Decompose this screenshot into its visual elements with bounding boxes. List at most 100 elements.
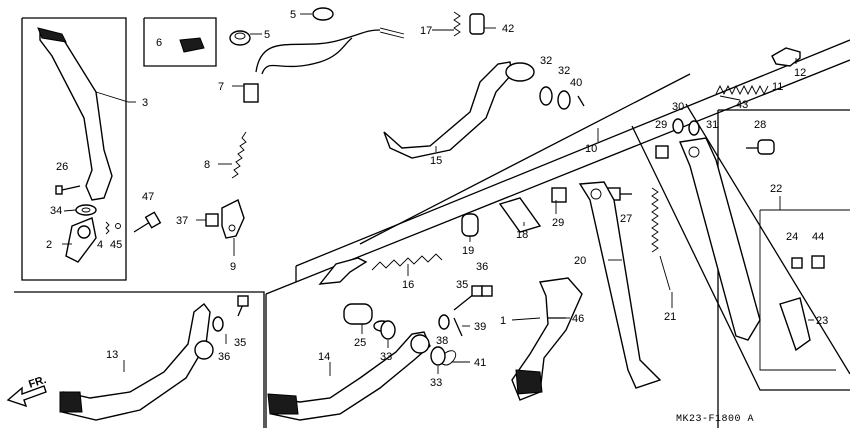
spring-21 — [651, 187, 671, 291]
callout-20: 20 — [574, 255, 586, 267]
callout-14: 14 — [318, 351, 330, 363]
callout-35a: 35 — [456, 279, 468, 291]
callout-12: 12 — [794, 67, 806, 79]
callout-43: 43 — [736, 99, 748, 111]
arm-15 — [383, 61, 535, 159]
callout-47: 47 — [142, 191, 154, 203]
washer-38 — [438, 314, 450, 330]
callout-37: 37 — [176, 215, 188, 227]
callout-4: 4 — [97, 239, 103, 251]
callout-38: 38 — [436, 335, 448, 347]
leader-lines — [62, 13, 814, 376]
callout-2: 2 — [46, 239, 52, 251]
bolt-35-left — [237, 295, 249, 317]
washers-32-40 — [539, 86, 585, 110]
front-arrow-label: FR. — [27, 374, 48, 391]
spring-pin-4-45 — [105, 221, 121, 235]
callout-10: 10 — [585, 143, 597, 155]
grommet-6 — [179, 37, 205, 53]
callout-45: 45 — [110, 239, 122, 251]
callout-5a: 5 — [290, 9, 296, 21]
callout-32a: 32 — [540, 55, 552, 67]
brake-pedal-13 — [59, 303, 214, 421]
callout-34: 34 — [50, 205, 62, 217]
callout-29a: 29 — [655, 119, 667, 131]
callout-27: 27 — [620, 213, 632, 225]
callout-3: 3 — [142, 97, 148, 109]
washer-31 — [688, 120, 700, 136]
rod-10 — [318, 73, 691, 285]
callout-29b: 29 — [552, 217, 564, 229]
callout-46: 46 — [572, 313, 584, 325]
washer-34 — [75, 204, 97, 216]
bolt-47 — [133, 211, 162, 233]
callout-17: 17 — [420, 25, 432, 37]
collar-42 — [469, 13, 485, 35]
spring-17 — [453, 11, 461, 37]
callout-18: 18 — [516, 229, 528, 241]
callout-33a: 33 — [380, 351, 392, 363]
callout-25: 25 — [354, 337, 366, 349]
callout-5b: 5 — [264, 29, 270, 41]
clip-5a — [312, 7, 334, 21]
collar-19 — [461, 213, 479, 237]
nut-36-upper — [481, 285, 493, 297]
change-pedal-1 — [511, 277, 583, 401]
spring-16 — [371, 253, 443, 271]
callout-40: 40 — [570, 77, 582, 89]
collar-18 — [498, 197, 542, 233]
nut-29a — [655, 145, 669, 159]
nut-29b — [551, 187, 567, 203]
clip-5b — [229, 30, 251, 46]
drawing-code: MK23-F1800 A — [676, 414, 754, 425]
bolt-26 — [55, 185, 81, 195]
pin-39 — [453, 317, 463, 337]
callout-19: 19 — [462, 245, 474, 257]
callout-8: 8 — [204, 159, 210, 171]
callout-39: 39 — [474, 321, 486, 333]
stopper-23 — [779, 297, 811, 352]
callout-13: 13 — [106, 349, 118, 361]
callout-36a: 36 — [476, 261, 488, 273]
callout-28: 28 — [754, 119, 766, 131]
callout-9: 9 — [230, 261, 236, 273]
front-direction-arrow: FR. — [6, 374, 48, 408]
washer-30 — [672, 118, 684, 134]
callout-21: 21 — [664, 311, 676, 323]
pin-28 — [746, 139, 775, 155]
callout-23: 23 — [816, 315, 828, 327]
callout-30: 30 — [672, 101, 684, 113]
washer-33b — [430, 346, 446, 366]
callout-44: 44 — [812, 231, 824, 243]
callout-32b: 32 — [558, 65, 570, 77]
kick-pedal — [37, 27, 129, 201]
callout-1: 1 — [500, 315, 506, 327]
callout-16: 16 — [402, 279, 414, 291]
kick-boss-2 — [65, 217, 97, 263]
callout-42: 42 — [502, 23, 514, 35]
callout-26: 26 — [56, 161, 68, 173]
callout-33b: 33 — [430, 377, 442, 389]
bracket-9 — [221, 199, 245, 239]
callout-15: 15 — [430, 155, 442, 167]
brake-pedal-14 — [267, 331, 431, 421]
panel-outlines — [14, 17, 850, 428]
cable-7 — [243, 27, 405, 103]
callout-31: 31 — [706, 119, 718, 131]
nut-44 — [811, 255, 825, 269]
bracket-12 — [771, 47, 801, 67]
side-stand-20 — [578, 181, 662, 389]
washer-33a — [380, 320, 396, 340]
callout-11: 11 — [772, 81, 783, 93]
callout-35b: 35 — [234, 337, 246, 349]
nut-37 — [205, 213, 219, 227]
spring-43 — [715, 84, 769, 96]
callout-36b: 36 — [218, 351, 230, 363]
washer-36-left — [212, 316, 224, 332]
bolt-24 — [791, 257, 803, 269]
callout-24: 24 — [786, 231, 798, 243]
callout-6: 6 — [156, 37, 162, 49]
callout-labels: 1 2 3 4 5 5 6 7 8 9 10 11 12 13 14 15 16… — [46, 9, 828, 389]
callout-7: 7 — [218, 81, 224, 93]
